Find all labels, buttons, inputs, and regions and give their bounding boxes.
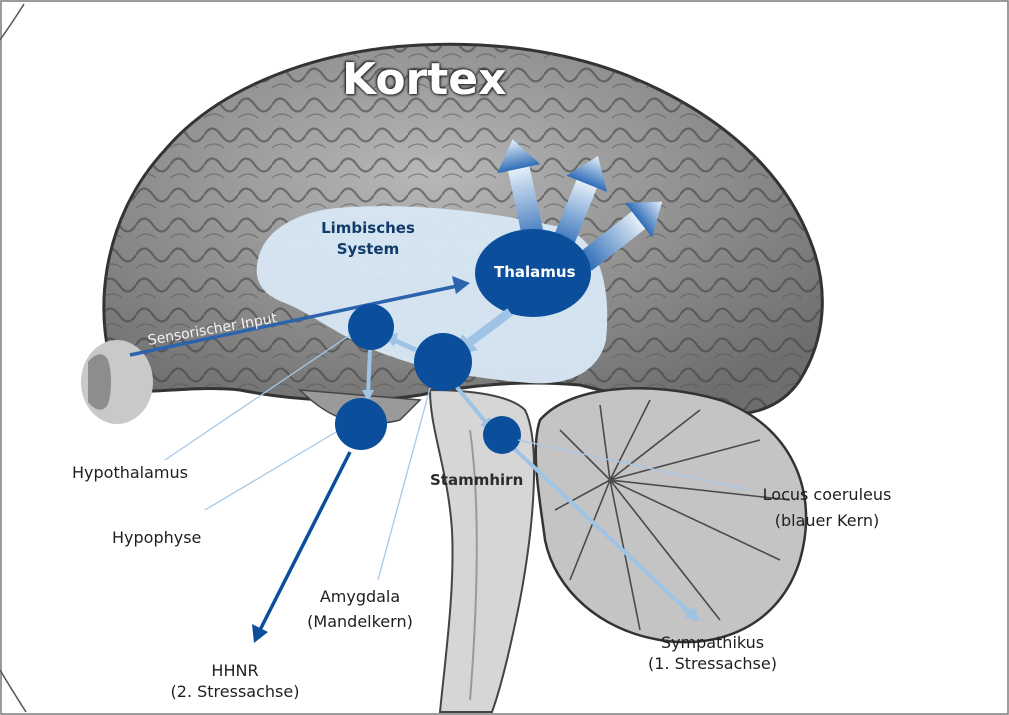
hypophyse-node xyxy=(335,398,387,450)
amygdala-node xyxy=(414,333,472,391)
hypothalamus-label: Hypothalamus xyxy=(72,462,188,483)
sympathikus-label-line2: (1. Stressachse) xyxy=(640,653,785,674)
amygdala-label: Amygdala (Mandelkern) xyxy=(298,586,422,632)
hypothalamus-node xyxy=(348,304,394,350)
amygdala-label-line2: (Mandelkern) xyxy=(298,611,422,632)
limbic-label-line1: Limbisches xyxy=(318,218,418,239)
limbic-system-label: Limbisches System xyxy=(318,218,418,260)
sympathikus-label-line1: Sympathikus xyxy=(640,632,785,653)
hhnr-label-line2: (2. Stressachse) xyxy=(160,681,310,702)
stammhirn-label: Stammhirn xyxy=(430,470,523,491)
kortex-title: Kortex xyxy=(342,54,507,105)
eye-pupil xyxy=(88,354,111,410)
hhnr-label: HHNR (2. Stressachse) xyxy=(160,660,310,702)
limbic-label-line2: System xyxy=(318,239,418,260)
hhnr-label-line1: HHNR xyxy=(160,660,310,681)
amygdala-label-line1: Amygdala xyxy=(298,586,422,607)
locus-coeruleus-node xyxy=(483,416,521,454)
sympathikus-label: Sympathikus (1. Stressachse) xyxy=(640,632,785,674)
hypothalamus-to-hypophyse-arrow xyxy=(368,350,370,395)
locus-label-line2: (blauer Kern) xyxy=(742,510,912,531)
locus-coeruleus-label: Locus coeruleus (blauer Kern) xyxy=(742,484,912,531)
locus-label-line1: Locus coeruleus xyxy=(742,484,912,505)
hypophyse-label: Hypophyse xyxy=(112,527,201,548)
thalamus-label: Thalamus xyxy=(494,263,576,281)
